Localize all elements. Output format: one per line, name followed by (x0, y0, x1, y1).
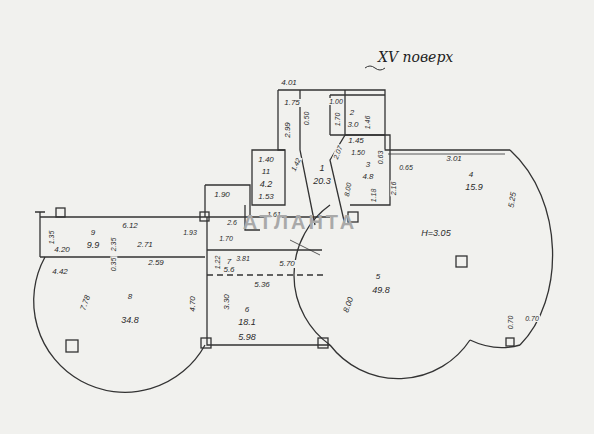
dimension-label: 6.12 (121, 222, 139, 230)
dimension-label: 49.8 (371, 286, 391, 295)
dimension-label: 4.70 (189, 295, 197, 313)
dimension-label: 4.8 (361, 173, 374, 181)
dimension-label: 3.30 (223, 293, 231, 311)
dimension-label: 0.65 (398, 164, 414, 171)
dimension-label: 8.00 (342, 295, 356, 314)
dimension-label: 0.63 (378, 149, 385, 165)
dimension-label: 3.0 (346, 121, 359, 129)
dimension-label: 0.50 (304, 110, 311, 126)
dimension-label: 2.59 (147, 259, 165, 267)
dimension-label: 1.93 (182, 229, 198, 236)
dimension-label: 1.46 (365, 114, 372, 130)
dimension-label: 2.6 (226, 219, 238, 226)
dimension-label: 1 (318, 164, 325, 173)
dimension-label: 1.90 (213, 191, 231, 199)
dimension-label: 4.20 (53, 246, 71, 254)
dimension-label: 8.00 (343, 181, 353, 198)
dimension-label: 0.70 (524, 315, 540, 322)
dimension-label: 3 (365, 161, 371, 169)
dimension-label: 1.45 (347, 137, 365, 145)
dimension-label: 2 (349, 109, 355, 117)
dimension-label: 9 (90, 229, 96, 237)
dimension-label: 4.42 (51, 268, 69, 276)
dimension-label: 1.50 (350, 149, 366, 156)
dimension-label: 2.35 (111, 236, 118, 252)
dimension-label: 7 (226, 258, 232, 266)
dimension-label: 1.40 (257, 156, 275, 164)
dimension-label: 1.53 (257, 193, 275, 201)
dimension-label: 20.3 (312, 177, 332, 186)
dimension-label: 1.70 (335, 111, 342, 127)
dimension-label: 0.70 (508, 314, 515, 330)
dimension-label: 18.1 (237, 318, 257, 327)
watermark: АТЛАНТА (242, 212, 359, 232)
dimension-label: 34.8 (120, 316, 140, 325)
dimension-label: 1.70 (218, 235, 234, 242)
dimension-label: 1.18 (371, 187, 378, 203)
dimension-label: 1.00 (328, 98, 344, 105)
dimension-label: 4.01 (280, 79, 298, 87)
dimension-label: 9.9 (86, 241, 101, 250)
dimension-label: 6 (244, 306, 250, 314)
dimension-label: H=3.05 (420, 229, 451, 238)
dimension-label: 2.07 (332, 143, 344, 160)
floor-title: XV поверх (378, 50, 453, 64)
dimension-label: 3.01 (445, 155, 463, 163)
dimension-label: 15.9 (464, 183, 484, 192)
dimension-label: 5.6 (222, 266, 235, 274)
dimension-label: 5 (375, 273, 381, 281)
dimension-label: 5.98 (237, 333, 257, 342)
dimension-label: 1.75 (283, 99, 301, 107)
dimension-label: 8 (127, 293, 133, 301)
dimension-label: 4.2 (259, 180, 274, 189)
dimension-label: 1.22 (215, 254, 222, 270)
dimension-label: 1.35 (49, 229, 56, 245)
dimension-label: 5.70 (278, 260, 296, 268)
dimension-label: 0.35 (111, 256, 118, 272)
dimension-label: 11 (261, 168, 271, 176)
dimension-label: 5.36 (253, 281, 271, 289)
dimension-label: 2.71 (136, 241, 154, 249)
dimension-label: 1.42 (290, 155, 303, 172)
dimension-label: 2.99 (284, 121, 292, 139)
dimension-label: 7.78 (79, 293, 93, 312)
dimension-label: 4 (468, 171, 474, 179)
dimension-label: 2.16 (391, 180, 398, 196)
dimension-label: 5.25 (508, 191, 519, 210)
dimension-label: 3.81 (235, 255, 251, 262)
